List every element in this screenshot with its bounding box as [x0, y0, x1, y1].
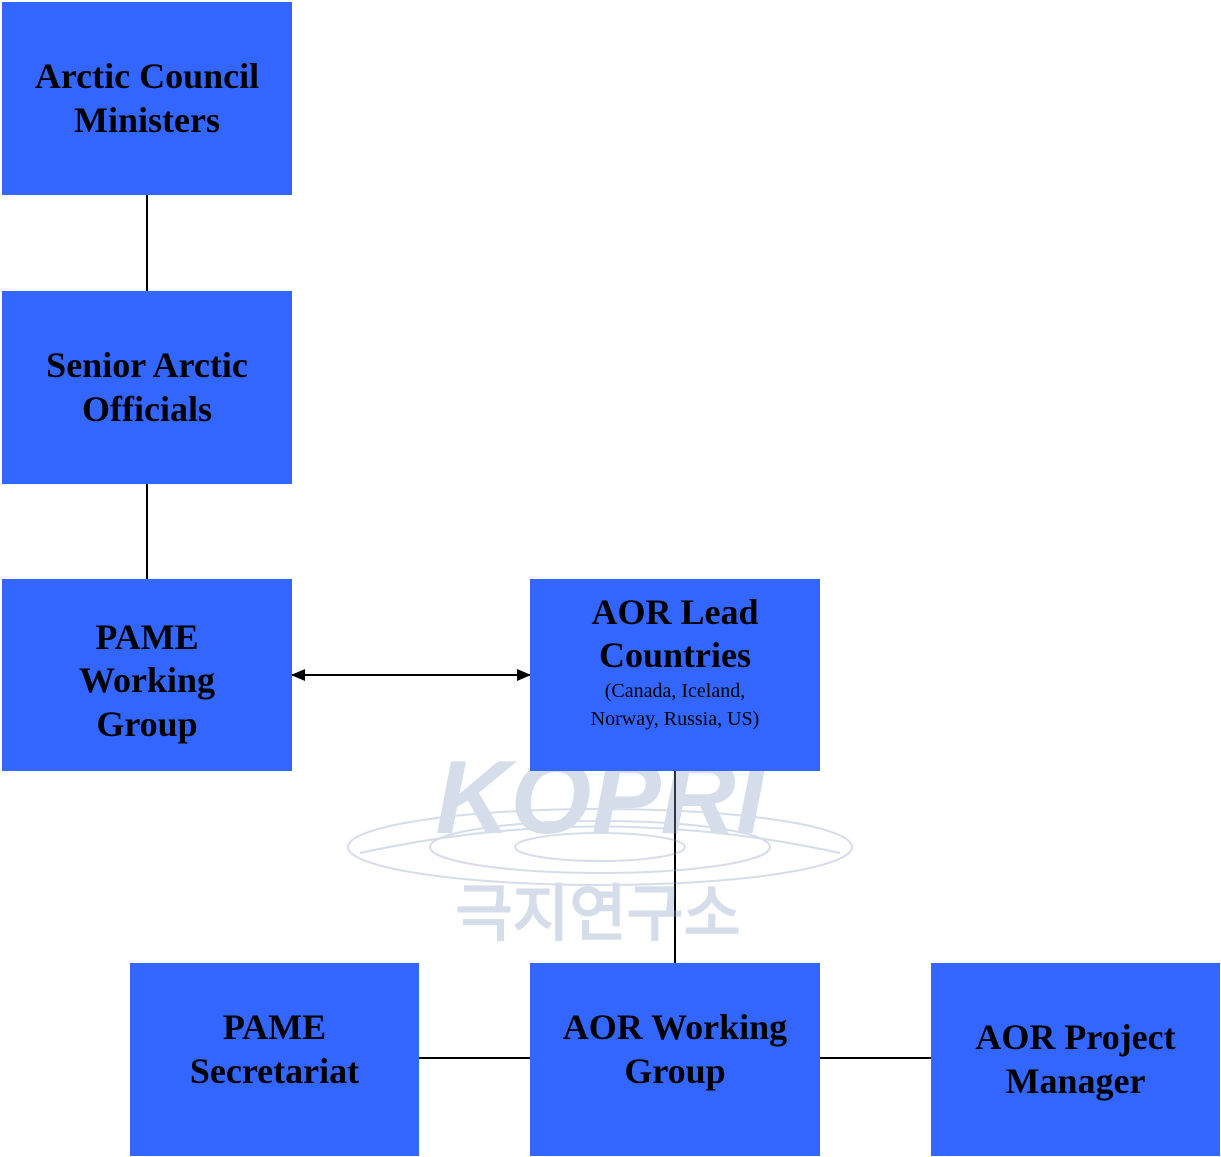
- ministers-label-line1: Arctic Council: [34, 56, 260, 97]
- aor-working-group-box: AOR Working Group: [530, 963, 820, 1156]
- senior-officials-label-line1: Senior Arctic: [46, 345, 248, 386]
- pame-working-group-box: PAME Working Group: [2, 579, 292, 771]
- secretariat-label-line2: Secretariat: [189, 1050, 360, 1091]
- senior-officials-label-line2: Officials: [82, 388, 212, 429]
- aor-wg-label-line2: Group: [624, 1050, 726, 1091]
- pame-wg-label-line3: Group: [96, 703, 198, 744]
- aor-project-manager-box: AOR Project Manager: [931, 963, 1220, 1156]
- aor-lead-sub-line2: Norway, Russia, US): [590, 708, 760, 731]
- ministers-label-line2: Ministers: [74, 99, 220, 140]
- pame-wg-label-line2: Working: [78, 660, 216, 701]
- pame-secretariat-box: PAME Secretariat: [130, 963, 419, 1156]
- aor-wg-label-line1: AOR Working: [562, 1007, 788, 1048]
- arctic-council-ministers-box: Arctic Council Ministers: [2, 2, 292, 195]
- aor-pm-label-line2: Manager: [1005, 1060, 1146, 1101]
- aor-lead-sub-line1: (Canada, Iceland,: [604, 680, 746, 703]
- globe-icon: [347, 808, 853, 886]
- aor-pm-label-line1: AOR Project: [975, 1017, 1176, 1058]
- senior-arctic-officials-box: Senior Arctic Officials: [2, 291, 292, 484]
- secretariat-label-line1: PAME: [222, 1007, 327, 1048]
- pame-wg-label-line1: PAME: [95, 617, 199, 658]
- aor-lead-label-line2: Countries: [599, 635, 751, 676]
- aor-lead-countries-box: AOR Lead Countries (Canada, Iceland, Nor…: [530, 579, 820, 771]
- kopri-korean-text: 극지연구소: [455, 877, 740, 950]
- aor-lead-label-line1: AOR Lead: [591, 592, 759, 632]
